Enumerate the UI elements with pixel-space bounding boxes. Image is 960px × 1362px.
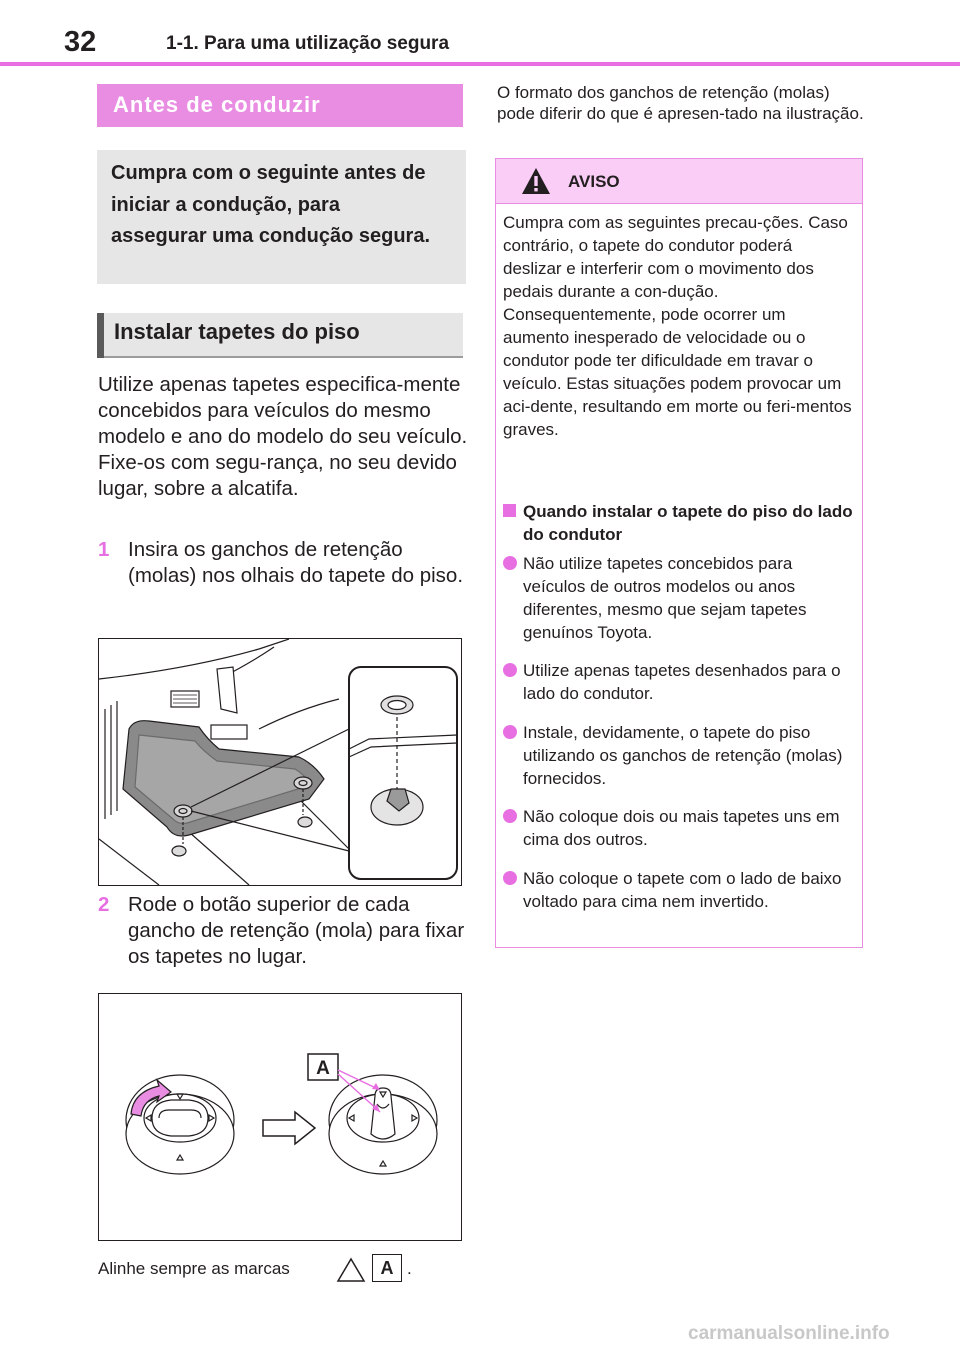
step-1: 1 Insira os ganchos de retenção (molas) … <box>98 537 468 617</box>
warning-bullet: Não utilize tapetes concebidos para veíc… <box>503 552 855 644</box>
warning-box <box>495 158 863 948</box>
warning-subheading-text: Quando instalar o tapete do piso do lado… <box>523 502 853 544</box>
step-text: Rode o botão superior de cada gancho de … <box>128 893 465 968</box>
subheading-box: Instalar tapetes do piso <box>97 313 463 358</box>
intro-box: Cumpra com o seguinte antes de iniciar a… <box>97 150 466 284</box>
warning-bullet: Instale, devidamente, o tapete do piso u… <box>503 721 855 790</box>
warning-title: AVISO <box>568 172 620 191</box>
warning-bullet: Utilize apenas tapetes desenhados para o… <box>503 659 855 705</box>
step-number: 2 <box>98 893 110 916</box>
bullet-text: Utilize apenas tapetes desenhados para o… <box>523 661 841 703</box>
bullet-text: Não utilize tapetes concebidos para veíc… <box>523 554 807 642</box>
caption-end: . <box>407 1259 412 1278</box>
hook-rotation-drawing: A <box>125 1053 438 1175</box>
page-number: 32 <box>64 26 97 58</box>
figure-caption: Alinhe sempre as marcas <box>98 1259 290 1278</box>
subheading-bar <box>97 313 104 358</box>
step-2: 2 Rode o botão superior de cada gancho d… <box>98 892 468 972</box>
bullet-dot-icon <box>503 725 517 739</box>
bullet-dot-icon <box>503 556 517 570</box>
hook-rotation-illustration: A <box>98 993 462 1241</box>
bullet-text: Não coloque o tapete com o lado de baixo… <box>523 869 842 911</box>
bullet-text: Não coloque dois ou mais tapetes uns em … <box>523 807 840 849</box>
bullet-dot-icon <box>503 871 517 885</box>
warning-bullet: Não coloque dois ou mais tapetes uns em … <box>503 805 855 851</box>
subheading: Instalar tapetes do piso <box>114 319 360 344</box>
body-paragraph: Utilize apenas tapetes especifica-mente … <box>98 373 468 500</box>
step-text: Insira os ganchos de retenção (molas) no… <box>128 538 464 587</box>
step-number: 1 <box>98 538 110 561</box>
warning-bullet: Não coloque o tapete com o lado de baixo… <box>503 867 855 936</box>
square-bullet-icon <box>503 504 516 517</box>
main-heading: Antes de conduzir <box>113 92 321 117</box>
section-title: 1-1. Para uma utilização segura <box>166 33 450 54</box>
main-heading-box: Antes de conduzir <box>97 84 463 127</box>
warning-header <box>496 159 862 204</box>
triangle-mark-icon <box>336 1257 366 1282</box>
floor-mat-drawing <box>99 639 458 885</box>
intro-text: Cumpra com o seguinte antes de iniciar a… <box>111 162 431 247</box>
marker-label-a: A <box>316 1058 330 1079</box>
warning-text: Cumpra com as seguintes precau-ções. Cas… <box>503 213 852 439</box>
bullet-dot-icon <box>503 809 517 823</box>
bullet-dot-icon <box>503 663 517 677</box>
footer-watermark: carmanualsonline.info <box>688 1323 890 1344</box>
floor-mat-illustration <box>98 638 462 886</box>
header-rule <box>0 62 960 66</box>
right-paragraph: O formato dos ganchos de retenção (molas… <box>497 83 864 123</box>
warning-subheading: Quando instalar o tapete do piso do lado… <box>503 500 853 546</box>
caption-box-a: A <box>372 1254 402 1282</box>
bullet-text: Instale, devidamente, o tapete do piso u… <box>523 723 843 788</box>
warning-triangle-icon <box>522 168 550 194</box>
